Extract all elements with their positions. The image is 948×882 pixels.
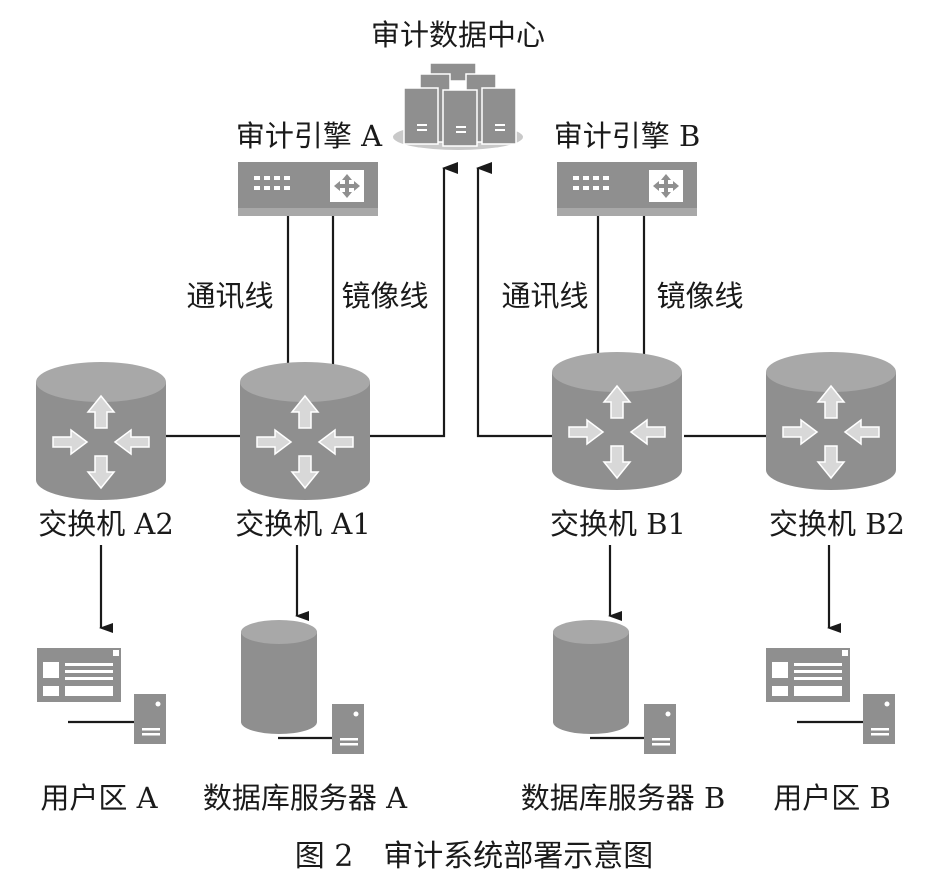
switch-b1 xyxy=(552,352,682,490)
comm-line-b-label: 通讯线 xyxy=(501,279,588,313)
switch-a1-label: 交换机 A1 xyxy=(235,507,371,541)
db-server-b-label: 数据库服务器 B xyxy=(521,781,726,815)
switch-a2 xyxy=(36,362,166,500)
user-zone-b-label: 用户区 B xyxy=(773,781,891,815)
user-zone-a xyxy=(37,648,166,744)
data-center-label: 审计数据中心 xyxy=(371,18,545,52)
db-server-b xyxy=(553,620,676,754)
mirror-line-a-label: 镜像线 xyxy=(341,279,428,313)
engine-b-label: 审计引擎 B xyxy=(554,119,701,153)
uplink-b1-datacenter xyxy=(476,162,552,438)
switch-a2-label: 交换机 A2 xyxy=(38,507,174,541)
switch-b1-label: 交换机 B1 xyxy=(550,507,686,541)
db-server-a xyxy=(241,620,364,754)
switch-a1 xyxy=(240,362,370,500)
db-server-a-label: 数据库服务器 A xyxy=(203,781,408,815)
audit-engine-b xyxy=(557,162,697,216)
user-zone-b xyxy=(766,648,895,744)
comm-line-a-label: 通讯线 xyxy=(186,279,273,313)
uplink-a1-datacenter xyxy=(370,162,458,438)
switch-b2 xyxy=(766,352,896,490)
engine-a-label: 审计引擎 A xyxy=(236,119,383,153)
figure-caption: 图 2 审计系统部署示意图 xyxy=(295,839,654,874)
mirror-line-b-label: 镜像线 xyxy=(656,279,743,313)
switch-b2-label: 交换机 B2 xyxy=(769,507,905,541)
audit-data-center xyxy=(393,62,523,150)
audit-engine-a xyxy=(238,162,378,216)
user-zone-a-label: 用户区 A xyxy=(40,781,158,815)
